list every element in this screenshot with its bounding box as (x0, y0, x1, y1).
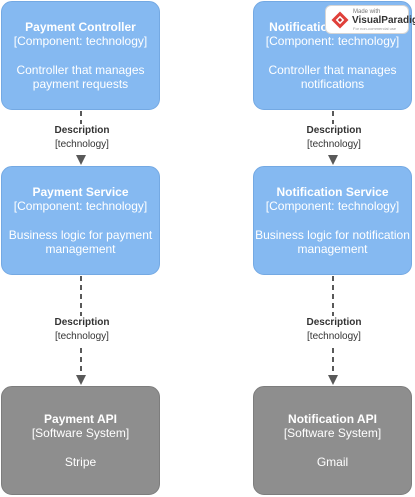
notification-api-type: [Software System] (283, 426, 382, 440)
notification-api-box[interactable]: Notification API [Software System] Gmail (253, 386, 412, 495)
edge-label-payment-controller-service: Description [technology] (49, 124, 115, 152)
badge-brand: VisualParadigm (352, 15, 415, 26)
notification-api-title: Notification API (288, 412, 377, 426)
badge-tagline: For non-commercial use (353, 26, 397, 31)
edge-label-payment-service-api: Description [technology] (49, 316, 115, 344)
edge-label-title: Description (54, 125, 110, 136)
visual-paradigm-badge[interactable]: Made with VisualParadigm For non-commerc… (325, 5, 415, 34)
edge-label-title: Description (54, 317, 110, 328)
payment-api-desc: Stripe (64, 455, 97, 469)
notification-controller-desc-line2: notifications (300, 77, 365, 91)
notification-controller-desc-line1: Controller that manages (268, 63, 397, 77)
edge-label-technology: [technology] (55, 139, 109, 150)
edge-label-technology: [technology] (55, 331, 109, 342)
payment-api-type: [Software System] (31, 426, 130, 440)
payment-service-desc-line1: Business logic for payment (8, 228, 153, 242)
notification-service-desc-line2: management (297, 242, 368, 256)
notification-service-desc-line1: Business logic for notification (255, 228, 410, 242)
badge-made-with: Made with (353, 9, 381, 15)
notification-api-desc: Gmail (316, 455, 349, 469)
payment-service-type: [Component: technology] (13, 199, 148, 213)
notification-service-type: [Component: technology] (265, 199, 400, 213)
notification-service-box[interactable]: Notification Service [Component: technol… (253, 166, 412, 275)
payment-api-box[interactable]: Payment API [Software System] Stripe (1, 386, 160, 495)
notification-service-title: Notification Service (276, 185, 389, 199)
edge-label-title: Description (306, 125, 362, 136)
payment-service-desc-line2: management (45, 242, 116, 256)
payment-controller-type: [Component: technology] (13, 34, 148, 48)
edge-label-technology: [technology] (307, 139, 361, 150)
payment-controller-title: Payment Controller (25, 20, 136, 34)
notification-controller-type: [Component: technology] (265, 34, 400, 48)
edge-label-notification-service-api: Description [technology] (301, 316, 367, 344)
payment-controller-desc-line1: Controller that manages (16, 63, 145, 77)
payment-controller-box[interactable]: Payment Controller [Component: technolog… (1, 1, 160, 110)
payment-service-box[interactable]: Payment Service [Component: technology] … (1, 166, 160, 275)
edge-label-title: Description (306, 317, 362, 328)
edge-label-notification-controller-service: Description [technology] (301, 124, 367, 152)
payment-controller-desc-line2: payment requests (32, 77, 129, 91)
edge-label-technology: [technology] (307, 331, 361, 342)
payment-service-title: Payment Service (32, 185, 129, 199)
visual-paradigm-logo-icon (331, 11, 349, 29)
payment-api-title: Payment API (44, 412, 117, 426)
